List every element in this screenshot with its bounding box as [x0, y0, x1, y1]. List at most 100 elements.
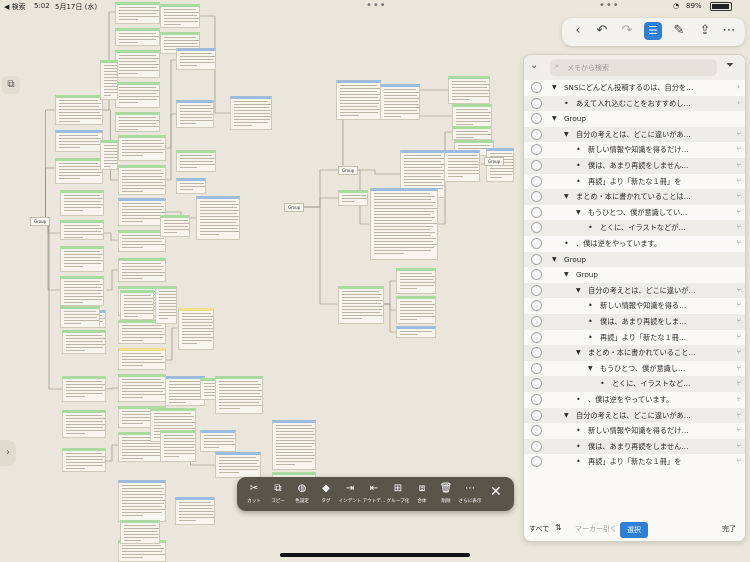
- disclosure-triangle-icon[interactable]: ▼: [576, 208, 581, 216]
- branch-icon[interactable]: ⑂: [736, 207, 741, 216]
- chevron-right-icon[interactable]: ›: [737, 98, 740, 107]
- disclosure-triangle-icon[interactable]: ▼: [552, 84, 557, 91]
- outline-row[interactable]: •、僕は逆をやっています。⑂: [524, 392, 745, 408]
- disclosure-triangle-icon[interactable]: ▼: [588, 364, 593, 372]
- note-card[interactable]: [160, 430, 196, 462]
- outline-row[interactable]: ▼Group: [524, 111, 745, 127]
- note-card[interactable]: [230, 96, 272, 130]
- row-circle-icon[interactable]: [531, 160, 542, 171]
- sidebar-toggle-icon[interactable]: ⧉: [2, 76, 20, 94]
- row-circle-icon[interactable]: [531, 316, 542, 327]
- outline-row[interactable]: ▼もうひとつ、僕が意識し…⑂: [524, 361, 745, 377]
- row-circle-icon[interactable]: [531, 347, 542, 359]
- note-card[interactable]: [118, 480, 166, 522]
- more-icon[interactable]: ⋯: [722, 23, 736, 38]
- outline-row[interactable]: •、僕は逆をやっています。⑂: [524, 236, 745, 252]
- filter-icon[interactable]: ⏷: [726, 60, 734, 71]
- note-card[interactable]: [115, 82, 160, 108]
- note-card[interactable]: [120, 290, 154, 320]
- branch-icon[interactable]: ⑂: [736, 223, 741, 232]
- row-circle-icon[interactable]: [531, 300, 542, 312]
- undo-icon[interactable]: ↶: [596, 23, 608, 38]
- branch-icon[interactable]: ⑂: [736, 410, 741, 419]
- branch-icon[interactable]: ⑂: [736, 192, 741, 201]
- note-card[interactable]: [444, 150, 480, 182]
- note-card[interactable]: [62, 330, 106, 354]
- note-card[interactable]: [118, 165, 166, 195]
- note-card[interactable]: [118, 320, 166, 344]
- select-button[interactable]: 選択: [620, 522, 648, 538]
- note-card[interactable]: [272, 420, 316, 470]
- note-card[interactable]: [176, 100, 214, 128]
- note-card[interactable]: [396, 326, 436, 338]
- pen-icon[interactable]: ✎: [673, 23, 685, 38]
- outline-row[interactable]: ▼まとめ・本に書かれていること…⑂: [524, 345, 745, 361]
- note-card[interactable]: [452, 104, 492, 128]
- group-node[interactable]: Group: [30, 217, 51, 226]
- more-button[interactable]: ⋯さらに表示: [457, 482, 483, 504]
- group-node[interactable]: Group: [484, 157, 505, 166]
- chevron-right-icon[interactable]: ›: [737, 83, 740, 91]
- row-circle-icon[interactable]: [531, 128, 542, 140]
- branch-icon[interactable]: ⑂: [736, 176, 741, 185]
- outdent-button[interactable]: ⇤アウトデ…: [361, 482, 387, 504]
- branch-icon[interactable]: ⑂: [736, 363, 741, 372]
- palette-button[interactable]: ◍色設定: [289, 482, 315, 504]
- close-icon[interactable]: ✕: [490, 484, 502, 500]
- note-card[interactable]: [60, 306, 100, 328]
- branch-icon[interactable]: ⑂: [736, 317, 741, 325]
- note-card[interactable]: [338, 286, 384, 324]
- note-card[interactable]: [215, 452, 261, 478]
- note-card[interactable]: [396, 268, 436, 294]
- row-circle-icon[interactable]: [531, 425, 542, 437]
- row-circle-icon[interactable]: [531, 409, 542, 421]
- note-card[interactable]: [118, 348, 166, 370]
- outline-row[interactable]: ▼自分の考えとは、どこに違いがあ…⑂: [524, 407, 745, 424]
- note-card[interactable]: [115, 112, 160, 132]
- outline-row[interactable]: •再読」より「新たな１冊」を⑂: [524, 454, 745, 470]
- note-card[interactable]: [396, 296, 436, 324]
- note-card[interactable]: [115, 50, 160, 78]
- branch-icon[interactable]: ⑂: [736, 301, 741, 310]
- note-card[interactable]: [448, 76, 490, 104]
- outline-row[interactable]: •再読」より「新たな１冊…⑂: [524, 330, 745, 346]
- outline-row[interactable]: •新しい情報や知識を得る…⑂: [524, 298, 745, 314]
- outline-row[interactable]: ▼まとめ・本に書かれていることは…⑂: [524, 189, 745, 205]
- note-card[interactable]: [118, 230, 166, 252]
- note-card[interactable]: [115, 2, 160, 24]
- disclosure-triangle-icon[interactable]: ▼: [564, 193, 569, 201]
- note-card[interactable]: [55, 130, 103, 152]
- note-card[interactable]: [115, 28, 160, 46]
- row-circle-icon[interactable]: [531, 284, 542, 296]
- outline-row[interactable]: •僕は、あまり再読をしま…⑂: [524, 314, 745, 330]
- outline-row[interactable]: •新しい情報や知識を得るだけ…⑂: [524, 423, 745, 439]
- outline-row[interactable]: •とくに、イラストなどが…⑂: [524, 220, 745, 236]
- branch-icon[interactable]: ⑂: [736, 161, 741, 169]
- branch-icon[interactable]: ⑂: [736, 457, 741, 466]
- outline-icon[interactable]: ☰: [644, 22, 662, 40]
- expand-panel-icon[interactable]: ›: [0, 440, 16, 466]
- note-card[interactable]: [338, 190, 368, 206]
- chevron-left-icon[interactable]: ‹: [575, 23, 581, 38]
- back-link[interactable]: ◀ 検索: [4, 3, 26, 11]
- note-card[interactable]: [176, 48, 216, 70]
- outline-row[interactable]: ▼自分の考えとは、どこに違いがあ…⑂: [524, 126, 745, 143]
- outline-row[interactable]: ▼Group: [524, 251, 745, 268]
- note-card[interactable]: [215, 376, 263, 414]
- tag-button[interactable]: ◆タグ: [313, 482, 339, 504]
- row-circle-icon[interactable]: [531, 144, 542, 156]
- row-circle-icon[interactable]: [531, 206, 542, 218]
- row-circle-icon[interactable]: [531, 440, 542, 452]
- outline-row[interactable]: ▼自分の考えとは、どこに違いが…⑂: [524, 282, 745, 299]
- row-circle-icon[interactable]: [531, 331, 542, 343]
- note-card[interactable]: [196, 196, 240, 240]
- branch-icon[interactable]: ⑂: [736, 379, 741, 388]
- note-card[interactable]: [176, 178, 206, 194]
- all-button[interactable]: すべて: [529, 525, 550, 533]
- row-circle-icon[interactable]: [531, 82, 542, 93]
- note-card[interactable]: [160, 4, 200, 28]
- copy-button[interactable]: ⧉コピー: [265, 482, 291, 504]
- disclosure-triangle-icon[interactable]: ▼: [576, 349, 581, 357]
- row-circle-icon[interactable]: [531, 238, 542, 249]
